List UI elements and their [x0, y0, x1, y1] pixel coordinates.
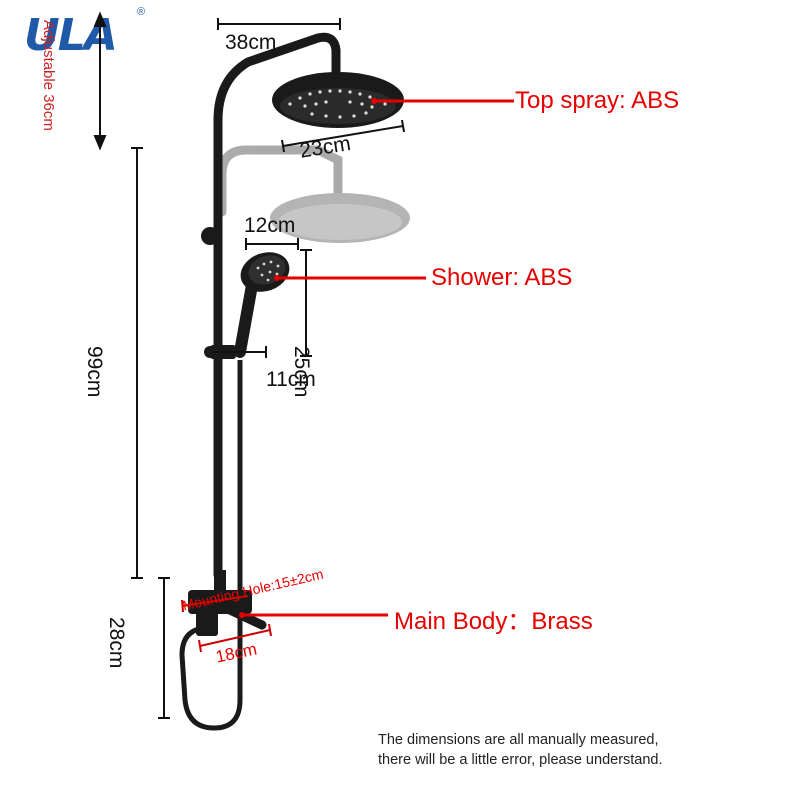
- registered-mark: ®: [137, 6, 146, 18]
- body-height-label: 28cm: [105, 617, 128, 669]
- top-spray-callout: Top spray: ABS: [515, 87, 680, 114]
- adjustable-label: Adjustable 36cm: [40, 20, 57, 131]
- measurement-note: The dimensions are all manually measured…: [378, 730, 663, 770]
- callout-lines: [242, 99, 514, 617]
- note-line-1: The dimensions are all manually measured…: [378, 732, 659, 748]
- holder-width-label: 11cm: [266, 368, 316, 391]
- shower-callout: Shower: ABS: [431, 264, 573, 291]
- arm-width-label: 38cm: [225, 31, 277, 54]
- note-line-2: there will be a little error, please und…: [378, 752, 663, 768]
- hand-shower: [234, 252, 290, 358]
- mixer-body: [188, 570, 267, 636]
- adjustable-arrow: [93, 11, 107, 151]
- top-spray-head: [272, 72, 404, 128]
- main-pipe: [213, 32, 341, 580]
- main-body-callout: Main Body：Brass: [394, 608, 593, 635]
- extended-head-ghost: [217, 145, 410, 243]
- hose: [179, 360, 243, 731]
- shower-head-width-label: 12cm: [244, 214, 296, 237]
- red-dimension-lines: [181, 595, 272, 653]
- rail-height-label: 99cm: [83, 346, 106, 398]
- dimension-lines: [131, 18, 405, 719]
